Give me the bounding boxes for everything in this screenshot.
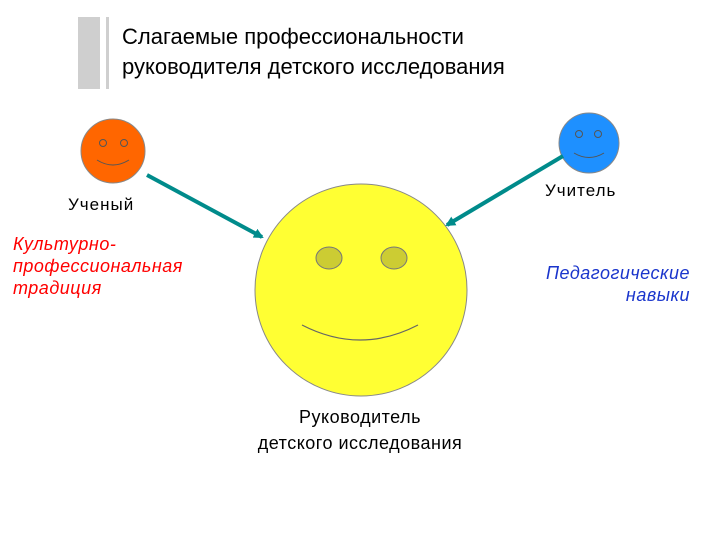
scientist-label: Ученый <box>68 195 135 214</box>
scientist-trait-line-3: традиция <box>13 278 102 298</box>
scientist-smile <box>96 159 130 166</box>
teacher-to-leader-arrow <box>445 154 565 227</box>
scientist-left-eye <box>99 139 107 147</box>
leader-left-eye <box>315 246 343 270</box>
teacher-trait: Педагогические навыки <box>470 262 690 306</box>
leader-label: Руководитель детского исследования <box>200 404 520 456</box>
teacher-smile <box>573 152 605 158</box>
teacher-label: Учитель <box>545 181 617 200</box>
scientist-trait: Культурно- профессиональная традиция <box>13 233 183 299</box>
scientist-to-leader-arrow <box>146 173 264 239</box>
scientist-trait-line-1: Культурно- <box>13 234 117 254</box>
scientist-face <box>80 118 146 184</box>
leader-label-line-1: Руководитель <box>299 407 421 427</box>
teacher-trait-line-2: навыки <box>625 285 690 305</box>
teacher-right-eye <box>594 130 602 138</box>
leader-face-circle <box>254 183 468 397</box>
leader-label-line-2: детского исследования <box>257 433 463 453</box>
leader-right-eye <box>380 246 408 270</box>
leader-face <box>254 183 468 397</box>
title-accent-line <box>106 17 109 89</box>
scientist-trait-line-2: профессиональная <box>13 256 183 276</box>
scientist-right-eye <box>120 139 128 147</box>
slide-title: Слагаемые профессиональности руководител… <box>122 22 682 82</box>
title-line-2: руководителя детского исследования <box>122 54 505 79</box>
teacher-face-circle <box>558 112 620 174</box>
leader-smile <box>301 324 419 341</box>
scientist-face-circle <box>80 118 146 184</box>
title-accent-bar <box>78 17 100 89</box>
teacher-trait-line-1: Педагогические <box>545 263 690 283</box>
title-line-1: Слагаемые профессиональности <box>122 24 464 49</box>
teacher-left-eye <box>575 130 583 138</box>
teacher-face <box>558 112 620 174</box>
